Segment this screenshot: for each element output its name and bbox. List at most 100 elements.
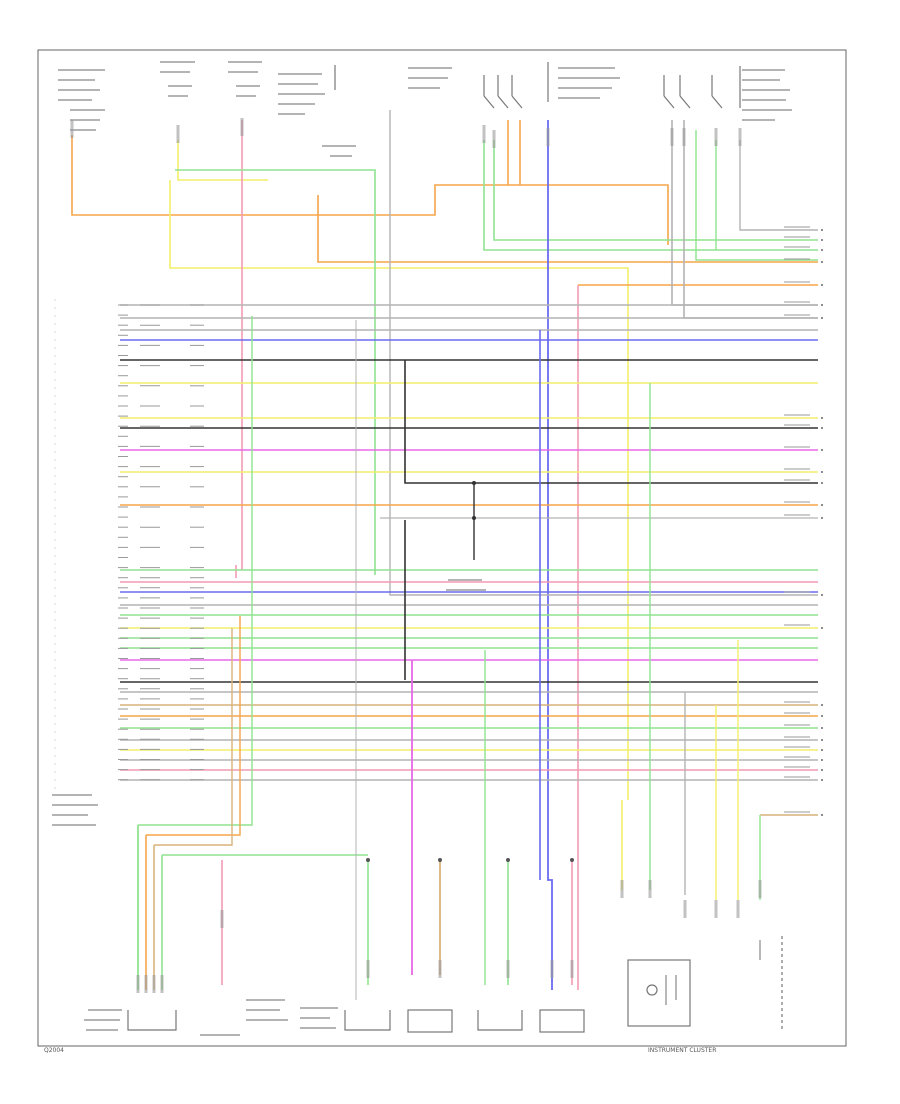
wire-color-label [492,130,496,148]
wire-color-label [570,960,574,978]
margin-dot [54,747,56,749]
wire-terminal [821,427,823,429]
margin-dot [54,635,56,637]
margin-dot [54,515,56,517]
wire-color-label [550,960,554,978]
margin-dot [54,451,56,453]
wire-gray [739,140,818,231]
wire-terminal [821,417,823,419]
label-block-switch-2 [558,67,620,99]
wire-terminal [821,749,823,751]
wire-color-label [176,125,180,143]
splice-dot [472,516,476,520]
wire-yellow [169,180,629,800]
margin-dot [54,347,56,349]
wire-gray [671,120,818,306]
margin-dot [54,307,56,309]
wire-terminal [821,239,823,241]
margin-dot [54,499,56,501]
top-labels [58,61,792,591]
connector-terminal-dot [570,858,574,862]
sensor-connector-2 [407,1009,453,1033]
wire-green [695,130,818,261]
margin-dot [54,691,56,693]
wire-violet [547,120,553,990]
label-block-ground [322,145,356,157]
wire-terminal [821,779,823,781]
margin-dot [54,715,56,717]
wire-terminal [821,304,823,306]
wire-terminal [821,704,823,706]
wire-gray [683,120,818,319]
wire-color-label [714,900,718,918]
switch-contacts [334,62,741,109]
wire-terminal [821,769,823,771]
margin-dot [54,611,56,613]
wire-terminal [821,261,823,263]
sensor-connector-4 [539,1009,585,1033]
label-block-sensor [278,73,325,115]
margin-dot [54,603,56,605]
margin-dot [54,699,56,701]
margin-dot [54,667,56,669]
margin-dot [54,675,56,677]
wire-color-label [670,128,674,146]
margin-dot [54,683,56,685]
margin-dot [54,579,56,581]
wire-orange [146,616,241,836]
connector-terminal-dot [438,858,442,862]
margin-dot [54,531,56,533]
sensor-connector-1 [344,1010,391,1031]
margin-dot [54,507,56,509]
margin-dot [54,779,56,781]
instrument-module-box [627,959,691,1027]
margin-dot [54,771,56,773]
margin-dot [54,299,56,301]
connector-terminal-dot [506,858,510,862]
margin-dot [54,563,56,565]
wire-color-label [683,900,687,918]
margin-dot [54,731,56,733]
bottom-components [127,936,783,1033]
margin-dot [54,739,56,741]
wire-green [138,316,253,826]
margin-dot [54,459,56,461]
wire-green [493,140,818,241]
wire-color-label [648,880,652,898]
margin-dot [54,651,56,653]
margin-dot [54,787,56,789]
label-block-switch-3 [742,69,792,121]
margin-dot [54,491,56,493]
bottom-labels [52,794,761,1036]
margin-dot [54,483,56,485]
margin-dot [54,707,56,709]
wire-color-label [366,960,370,978]
margin-dot [54,547,56,549]
wire-terminal [821,814,823,816]
wire-color-label [136,975,140,993]
wire-black [404,360,818,484]
wire-terminal [821,229,823,231]
wire-terminal [821,504,823,506]
wire-color-label [736,900,740,918]
margin-dot [54,411,56,413]
label-block-fuse-1 [58,69,105,131]
wire-color-label [220,910,224,928]
margin-dot [54,627,56,629]
connector-terminal-dot [366,858,370,862]
margin-dot [54,371,56,373]
margin-dot [54,387,56,389]
caption-left: Q2004 [44,1047,64,1054]
wire-labels [70,118,762,993]
sensor-connector-3 [477,1010,523,1031]
margin-dot [54,443,56,445]
wire-gray [389,110,818,596]
margin-dot [54,331,56,333]
wire-orange [71,135,669,245]
splice-dot [472,481,476,485]
margin-dot [54,435,56,437]
wire-color-label [438,960,442,978]
wire-terminal [821,317,823,319]
ground-connector [127,1010,177,1031]
